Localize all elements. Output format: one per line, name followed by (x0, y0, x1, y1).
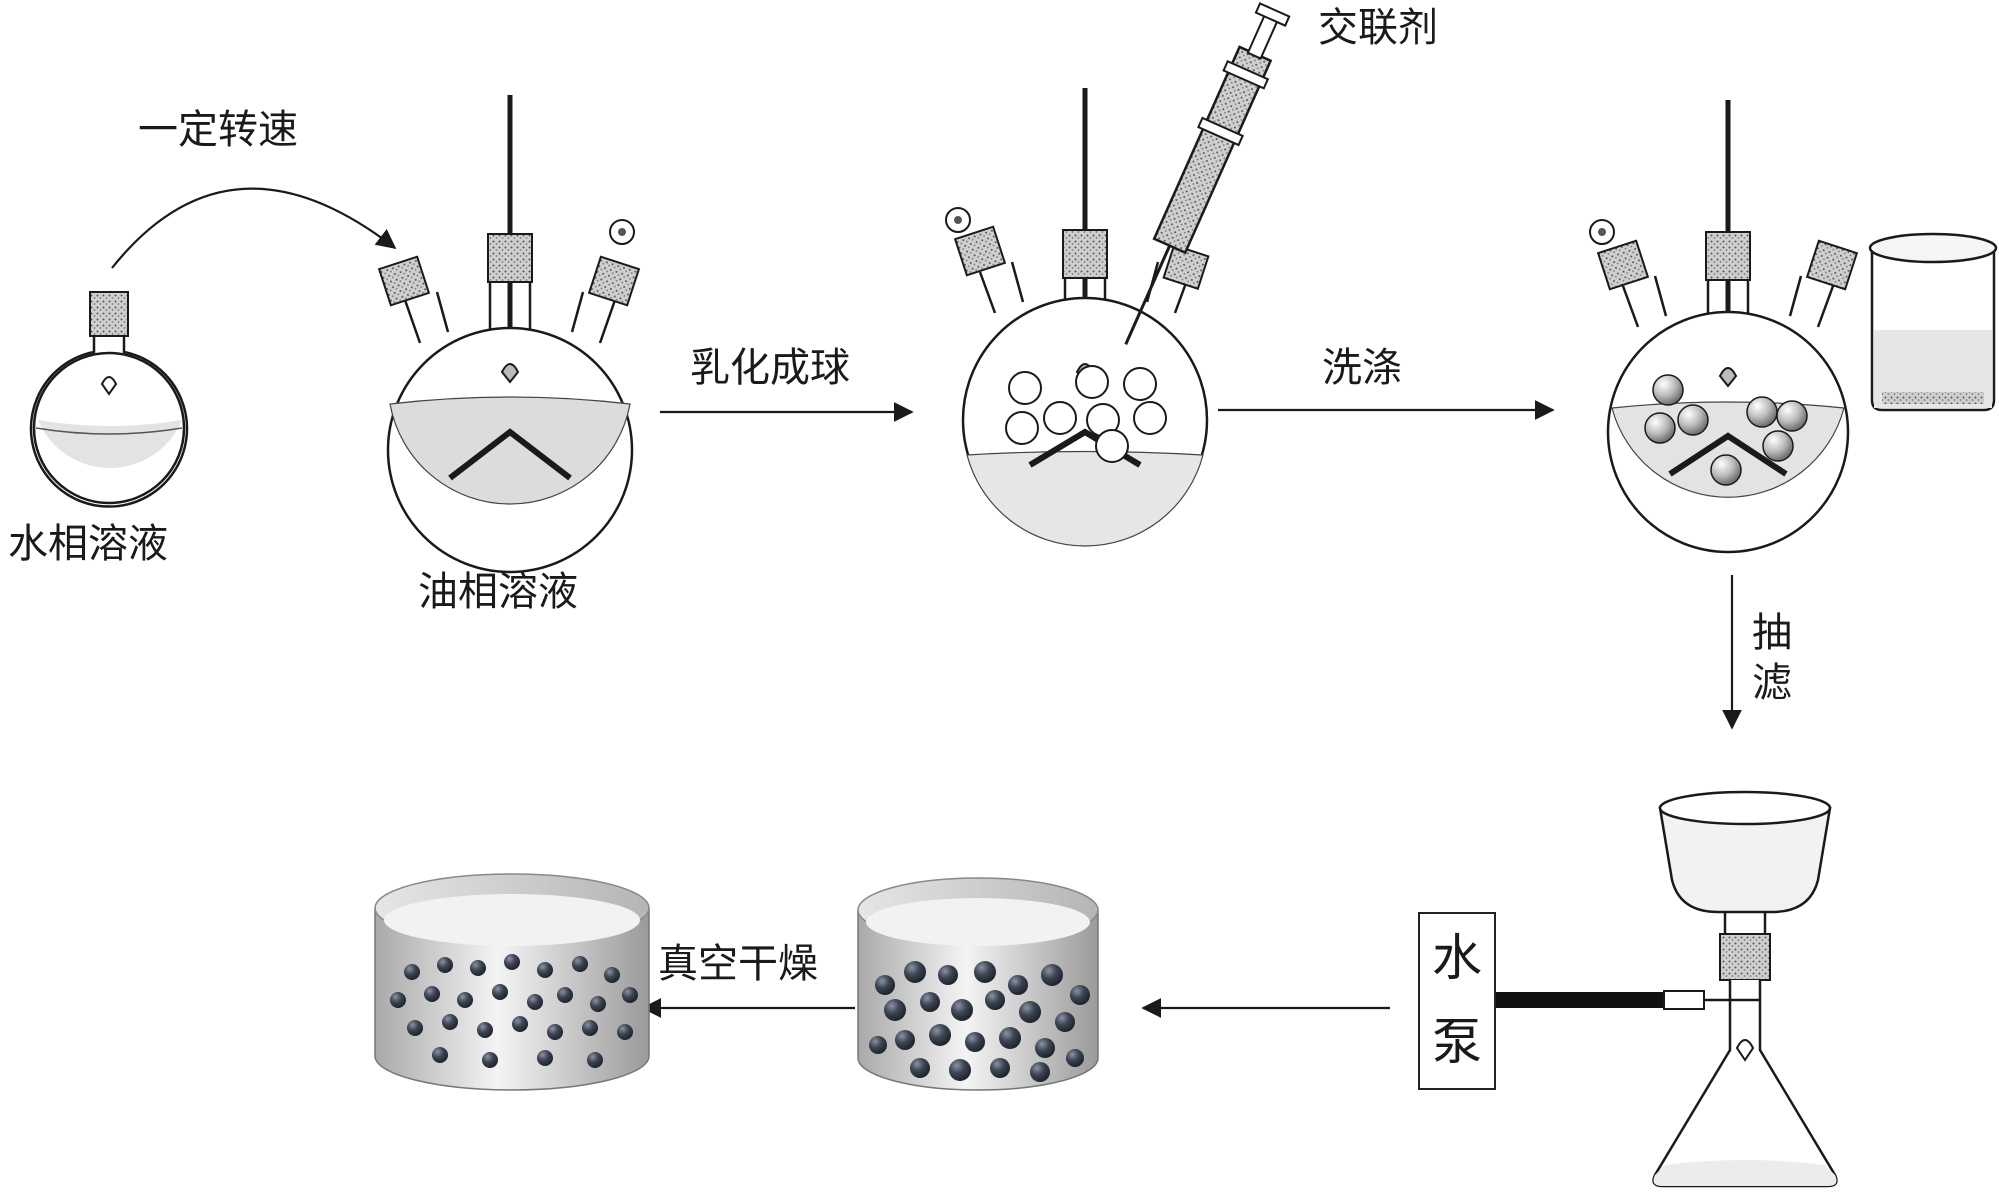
label-crosslinker: 交联剂 (1318, 5, 1438, 51)
vacuum-hose (1496, 992, 1666, 1008)
emulsion-flask (945, 2, 1291, 547)
dry-dish (374, 873, 650, 1091)
transfer-arrow (111, 187, 397, 269)
label-aqueous-solution: 水相溶液 (8, 521, 168, 567)
label-filter: 抽 滤 (1750, 608, 1794, 708)
label-pump-1: 水 (1432, 929, 1482, 987)
label-wash: 洗涤 (1322, 345, 1402, 391)
suction-flask (1652, 790, 1838, 1188)
label-vacuum-dry: 真空干燥 (658, 941, 818, 987)
label-filter-1: 抽 (1752, 610, 1792, 656)
label-oil-solution: 油相溶液 (418, 569, 578, 615)
label-emulsify: 乳化成球 (690, 345, 850, 391)
wash-flask (1589, 100, 1859, 554)
label-stir-speed: 一定转速 (138, 107, 298, 153)
aqueous-flask (29, 291, 189, 508)
beaker (1868, 232, 1998, 412)
wet-dish (857, 877, 1099, 1091)
label-filter-2: 滤 (1752, 660, 1792, 706)
label-pump-2: 泵 (1432, 1012, 1482, 1071)
water-pump: 水 泵 (1418, 912, 1496, 1090)
oil-phase-flask (377, 95, 641, 574)
